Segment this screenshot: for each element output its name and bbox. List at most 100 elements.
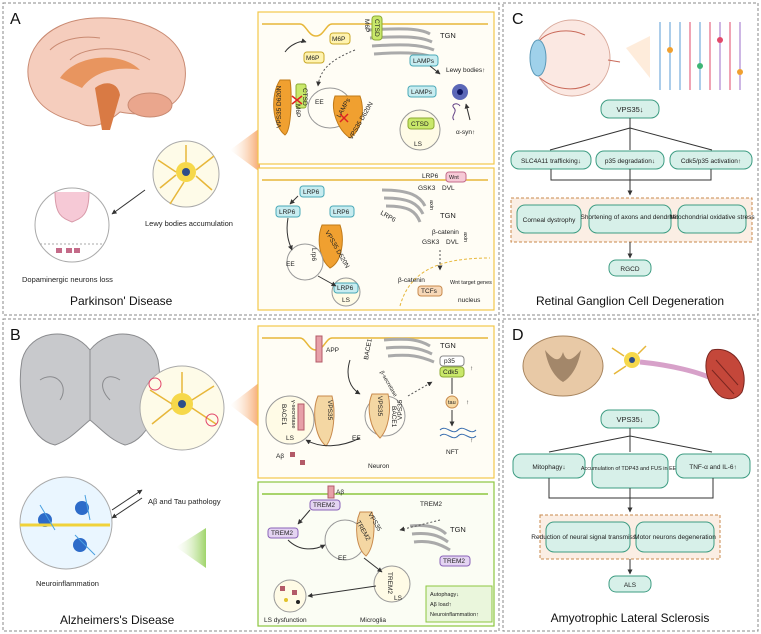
- brain-sagittal-illustration: [27, 17, 186, 130]
- label-asyn: α-syn↑: [456, 129, 475, 136]
- label-nft: NFT: [446, 449, 459, 456]
- label-vps-d620n-a: VPS35 D620N: [276, 85, 283, 128]
- label-secretase-left: γ-secretase: [290, 400, 296, 428]
- arrow-lewy-to-loss: [111, 189, 146, 215]
- label-ab2: Aβ: [336, 489, 344, 496]
- label-neuron: Neuron: [368, 463, 390, 470]
- label-bace1-left: BACE1: [280, 404, 287, 426]
- label-lrp6-c: LRP6: [333, 209, 350, 216]
- label-m6p-b: M6P: [332, 36, 345, 43]
- c-vps35: VPS35↓: [616, 105, 643, 114]
- label-lrp6-b: LRP6: [279, 209, 296, 216]
- label-lrp6-ee: Lrp6: [310, 248, 317, 261]
- label-bcatenin-b: β-catenin: [398, 277, 425, 284]
- fade-wedge-b-bottom: [176, 528, 206, 568]
- panel-a-caption: Parkinson' Disease: [70, 294, 173, 308]
- c-row2-b: Shortening of axons and dendrites: [580, 214, 680, 221]
- eye-illustration: [529, 19, 621, 97]
- label-ls-b: LS: [342, 297, 351, 304]
- label-ee-b1: EE: [352, 435, 361, 442]
- spinal-cord-illustration: [522, 335, 604, 397]
- d-row2-a: Reduction of neural signal transmission: [531, 534, 645, 541]
- label-axin-b: axin: [462, 232, 468, 242]
- brain-coronal-illustration: [19, 333, 161, 446]
- panel-d-letter: D: [512, 327, 524, 344]
- label-ls-b2: LS: [394, 595, 403, 602]
- label-ee-b: EE: [286, 261, 295, 268]
- d-row1-c: TNF-α and IL-6↑: [689, 464, 736, 471]
- label-bace1-mid: BACE1: [390, 406, 397, 428]
- fade-wedge-a: [230, 128, 260, 172]
- label-autophagy: Autophagy↓: [430, 592, 459, 598]
- label-lamps-b: LAMPs: [411, 89, 433, 96]
- label-wnt-target: Wnt target genes: [450, 280, 492, 286]
- label-m6p-a: M6P: [306, 55, 319, 62]
- motor-neuron-illustration: [611, 345, 717, 383]
- label-tgn-b2: TGN: [450, 525, 466, 534]
- c-row2-c: Mitochondrial oxidative stress: [669, 214, 755, 221]
- label-trem2-d: TREM2: [443, 558, 465, 565]
- label-neuroinflammation: Neuroinflammation: [36, 579, 99, 588]
- label-tgn-a: TGN: [440, 31, 456, 40]
- label-ctsd-top: CTSD: [373, 19, 380, 37]
- retina-layers-illustration: [652, 18, 752, 94]
- panel-b-letter: B: [10, 327, 21, 344]
- label-app: APP: [326, 347, 339, 354]
- label-ab-load: Aβ load↑: [430, 602, 452, 608]
- label-abtau: Aβ and Tau pathology: [148, 497, 221, 506]
- svg-text:↑: ↑: [466, 399, 469, 406]
- label-trem2-b: TREM2: [271, 530, 293, 537]
- panel-c-caption: Retinal Ganglion Cell Degeneration: [536, 294, 724, 308]
- panel-d-caption: Amyotrophic Lateral Sclerosis: [551, 611, 710, 625]
- panel-a-letter: A: [10, 11, 21, 28]
- label-neuroinfl2: Neuroinflammation↑: [430, 612, 479, 618]
- label-vps35-right: VPS35: [326, 400, 333, 421]
- synapse-illustration: [34, 187, 110, 263]
- c-row2-a: Corneal dystrophy: [523, 217, 576, 224]
- label-dvl-b: DVL: [446, 239, 459, 246]
- label-m6p-top: M6P: [363, 19, 370, 32]
- fade-wedge-b-top: [230, 382, 260, 428]
- panel-b-border: [2, 318, 500, 632]
- neuroinflammation-illustration: [19, 476, 113, 570]
- c-row1-a: SLC4A11 trafficking↓: [521, 158, 581, 165]
- panel-a-border: [2, 2, 500, 316]
- label-axin: axin: [428, 200, 434, 210]
- panel-b-caption: Alzheimers's Disease: [60, 613, 175, 627]
- panel-c-letter: C: [512, 11, 524, 28]
- label-ls-b1: LS: [286, 435, 295, 442]
- label-nucleus: nucleus: [458, 297, 481, 304]
- c-row1-b: p35 degradation↓: [605, 158, 655, 165]
- d-row1-a: Mitophagy↓: [532, 464, 565, 471]
- label-ls-dysfunction: LS dysfunction: [264, 617, 307, 624]
- label-cdk5: Cdk5: [443, 369, 459, 376]
- c-row1-c: Cdk5/p35 activation↑: [681, 158, 741, 165]
- label-dvl: DVL: [442, 185, 455, 192]
- label-vps35-b: VPS35: [397, 399, 404, 420]
- label-dopaminergic-loss: Dopaminergic neurons loss: [22, 275, 113, 284]
- neuron-lewy-illustration: [152, 140, 220, 208]
- label-ctsd-left: CTSD: [301, 88, 308, 106]
- svg-text:↑: ↑: [470, 365, 473, 372]
- label-gsk3: GSK3: [418, 185, 436, 192]
- label-tau: tau: [448, 400, 456, 406]
- fade-wedge-c: [626, 36, 650, 78]
- label-ls-a: LS: [414, 141, 423, 148]
- label-trem2-a: TREM2: [313, 502, 335, 509]
- label-tgn-b: TGN: [440, 211, 456, 220]
- label-bace1-top: BACE1: [363, 338, 374, 361]
- d-row1-b: Accumulation of TDP43 and FUS in EE↑: [581, 466, 680, 472]
- label-trem2-e: TREM2: [386, 572, 393, 594]
- c-final: RGCD: [620, 266, 639, 273]
- label-tcfs: TCFs: [421, 288, 438, 295]
- label-tgn-b1: TGN: [440, 341, 456, 350]
- label-lamps-a: LAMPs: [413, 58, 435, 65]
- d-final: ALS: [624, 582, 637, 589]
- label-ctsd-ls: CTSD: [411, 121, 429, 128]
- panel-d-border: [502, 318, 759, 632]
- label-wnt: Wnt: [449, 175, 459, 181]
- ctsd-m6p-tgn: [367, 27, 437, 60]
- label-lewy-bodies: Lewy bodies↑: [446, 67, 485, 74]
- label-vps35-a: VPS35: [376, 396, 383, 417]
